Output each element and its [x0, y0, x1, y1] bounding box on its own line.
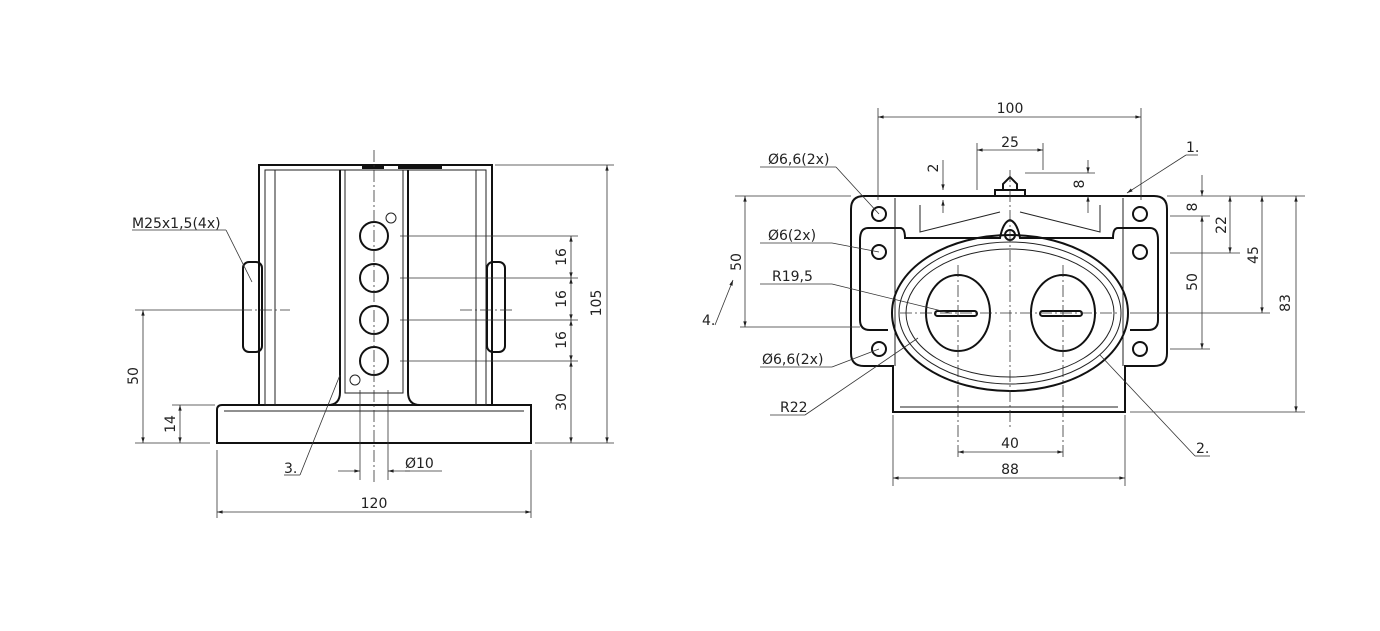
dim-45: 45 [1246, 246, 1262, 264]
dim-2: 2 [926, 164, 942, 173]
dim-88: 88 [1001, 462, 1019, 478]
item-1-label: 1. [1186, 140, 1199, 156]
dim-40: 40 [1001, 436, 1019, 452]
dim-16-a: 16 [554, 248, 570, 266]
dim-100: 100 [997, 101, 1024, 117]
front-view: 100 25 2 8 1. 2. 4. Ø6,6(2x) Ø6(2x) R19,… [702, 101, 1305, 486]
dim-50-right: 50 [1185, 273, 1201, 291]
item-2-label: 2. [1196, 441, 1209, 457]
dim-30: 30 [554, 393, 570, 411]
hole-callout-mid: Ø6(2x) [768, 228, 816, 244]
dim-120: 120 [361, 496, 388, 512]
dim-105: 105 [589, 290, 605, 317]
housing-inner-edge [264, 169, 487, 406]
dim-16-b: 16 [554, 290, 570, 308]
dim-16-c: 16 [554, 331, 570, 349]
right-cable-gland [486, 261, 506, 353]
mounting-holes [349, 212, 397, 386]
item-4-label: 4. [702, 313, 715, 329]
dim-8-right: 8 [1185, 203, 1201, 212]
dim-50-left-right-view: 50 [729, 253, 745, 271]
dimensions-left [132, 164, 614, 518]
left-cable-gland [242, 261, 263, 353]
thread-callout: M25x1,5(4x) [132, 216, 221, 232]
side-view: M25x1,5(4x) 3. 105 16 16 16 30 50 14 Ø10… [126, 150, 614, 518]
hole-callout-bottom: Ø6,6(2x) [762, 352, 823, 368]
dim-50-left: 50 [126, 367, 142, 385]
flange-outline [850, 195, 1168, 413]
fixing-holes [871, 206, 1148, 357]
dim-83: 83 [1278, 294, 1294, 312]
radius-r22: R22 [780, 400, 808, 416]
dim-dia-10: Ø10 [405, 456, 434, 472]
inner-channel [859, 218, 1159, 331]
item-3-label: 3. [284, 461, 297, 477]
dimensions-right [714, 108, 1305, 486]
dim-14: 14 [163, 415, 179, 433]
radius-r19-5: R19,5 [772, 269, 813, 285]
center-column [327, 170, 421, 406]
dim-22: 22 [1214, 216, 1230, 234]
hole-callout-top: Ø6,6(2x) [768, 152, 829, 168]
dim-25: 25 [1001, 135, 1019, 151]
dim-8-top: 8 [1072, 180, 1088, 189]
